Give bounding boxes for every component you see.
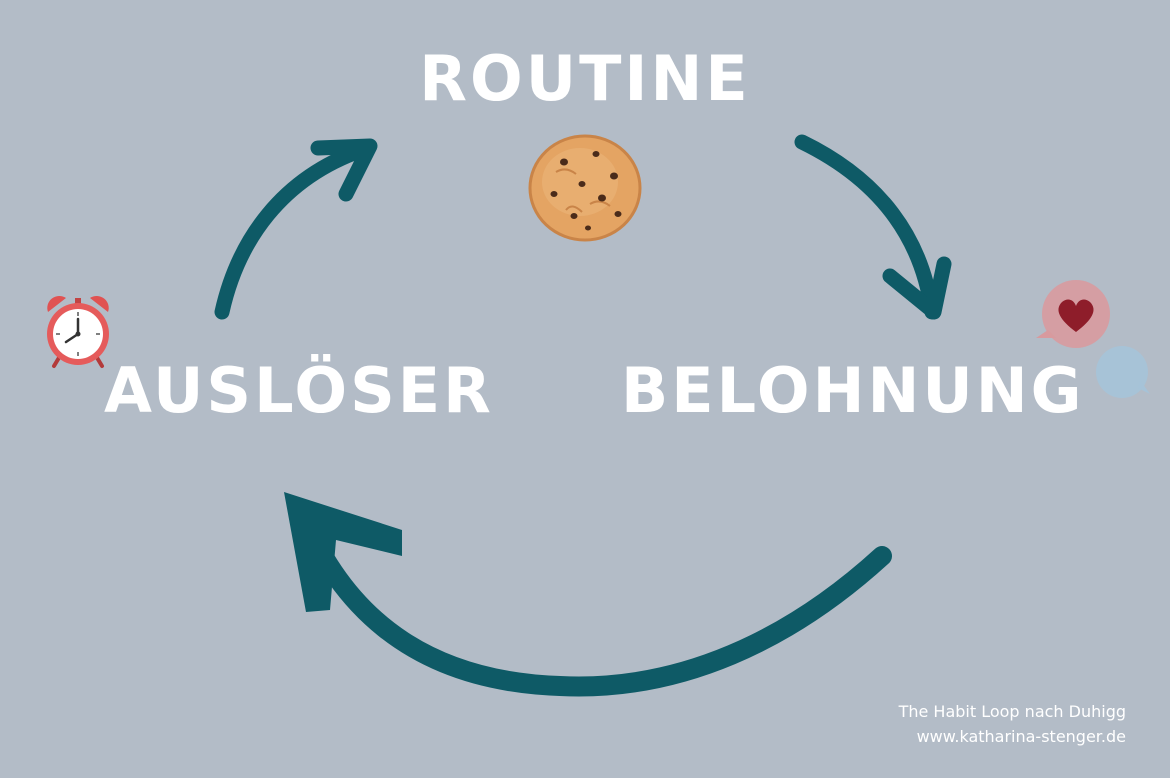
cookie-icon (528, 134, 642, 242)
arrow-trigger-to-routine (214, 142, 370, 320)
arrow-routine-to-reward (794, 134, 940, 320)
arrow-reward-to-trigger (290, 498, 892, 697)
heart-speech-bubble-icon (1036, 280, 1150, 398)
node-label-routine: ROUTINE (0, 48, 1170, 110)
node-text-routine: ROUTINE (419, 42, 751, 115)
credit-title: The Habit Loop nach Duhigg (898, 702, 1126, 721)
alarm-clock-icon (47, 295, 109, 368)
arrow-head-trigger-to-routine (310, 138, 378, 202)
node-label-trigger: AUSLÖSER (104, 354, 494, 427)
arrow-head-reward-to-trigger (284, 492, 402, 612)
arrow-head-routine-to-reward (882, 256, 952, 320)
credit-url: www.katharina-stenger.de (916, 727, 1126, 746)
node-label-reward: BELOHNUNG (621, 354, 1085, 427)
